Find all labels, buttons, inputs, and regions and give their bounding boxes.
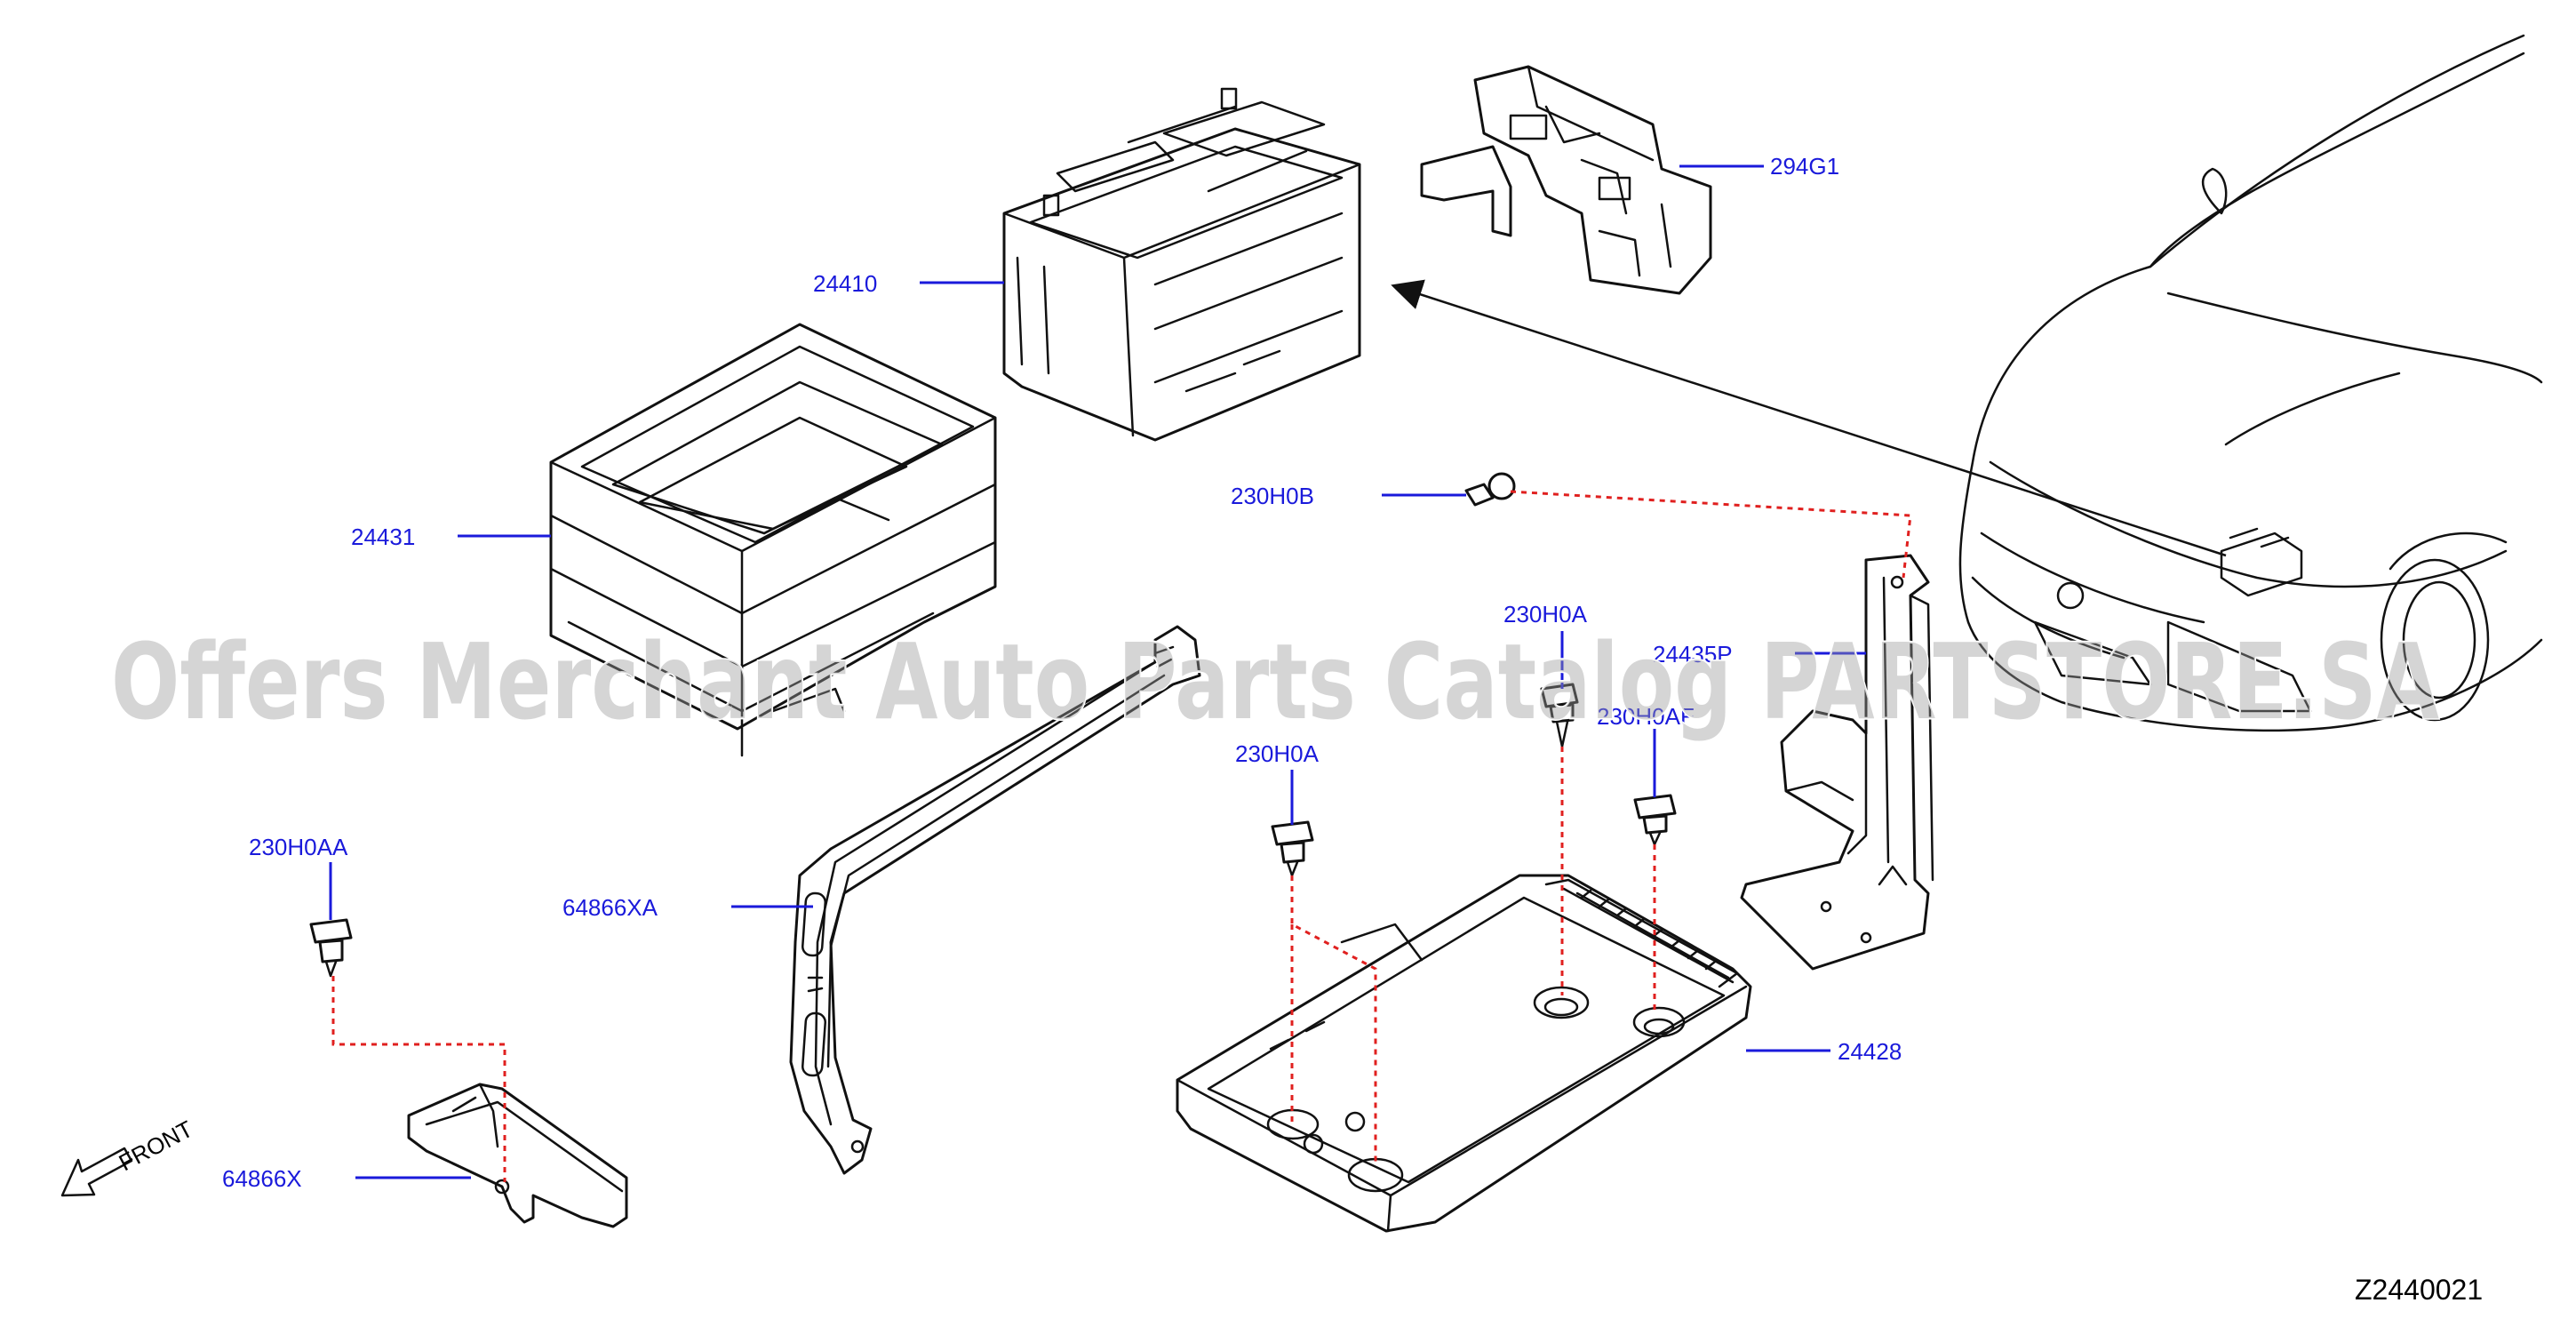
bolt-230H0A-left — [1271, 820, 1314, 877]
diagram-code: Z2440021 — [2355, 1274, 2483, 1306]
battery — [1002, 87, 1361, 442]
callout-64866X[interactable]: 64866X — [222, 1165, 302, 1192]
callout-230H0B[interactable]: 230H0B — [1231, 483, 1314, 509]
install-location-arrow — [1391, 279, 2227, 557]
vehicle-outline — [1958, 34, 2543, 732]
callout-230H0A-top[interactable]: 230H0A — [1503, 601, 1588, 628]
callout-294G1[interactable]: 294G1 — [1770, 153, 1839, 180]
watermark: Offers Merchant Auto Parts Catalog PARTS… — [111, 620, 2439, 743]
callout-230H0AA[interactable]: 230H0AA — [249, 834, 348, 860]
callout-230H0AF[interactable]: 230H0AF — [1597, 703, 1695, 730]
fuse-terminal-block — [1420, 65, 1712, 295]
front-arrow-icon — [60, 1147, 133, 1197]
leader-lines — [329, 164, 1866, 1179]
callout-230H0A-left[interactable]: 230H0A — [1235, 740, 1320, 767]
bolt-230H0AA — [309, 918, 353, 978]
callout-24431[interactable]: 24431 — [351, 524, 415, 550]
bolt-230H0AF — [1633, 794, 1677, 846]
hold-down-bracket — [407, 1083, 628, 1228]
callout-24428[interactable]: 24428 — [1838, 1038, 1902, 1065]
assembly-paths — [331, 490, 1912, 1182]
battery-support-bracket — [1740, 554, 1934, 971]
callout-24435P[interactable]: 24435P — [1653, 641, 1733, 667]
front-label: FRONT — [115, 1115, 197, 1177]
battery-clamp-rod — [789, 625, 1201, 1175]
callout-24410[interactable]: 24410 — [813, 270, 877, 297]
battery-cover — [549, 323, 997, 757]
battery-tray — [1176, 874, 1752, 1233]
bolt-230H0B — [1464, 472, 1516, 507]
callout-64866XA[interactable]: 64866XA — [562, 894, 658, 921]
